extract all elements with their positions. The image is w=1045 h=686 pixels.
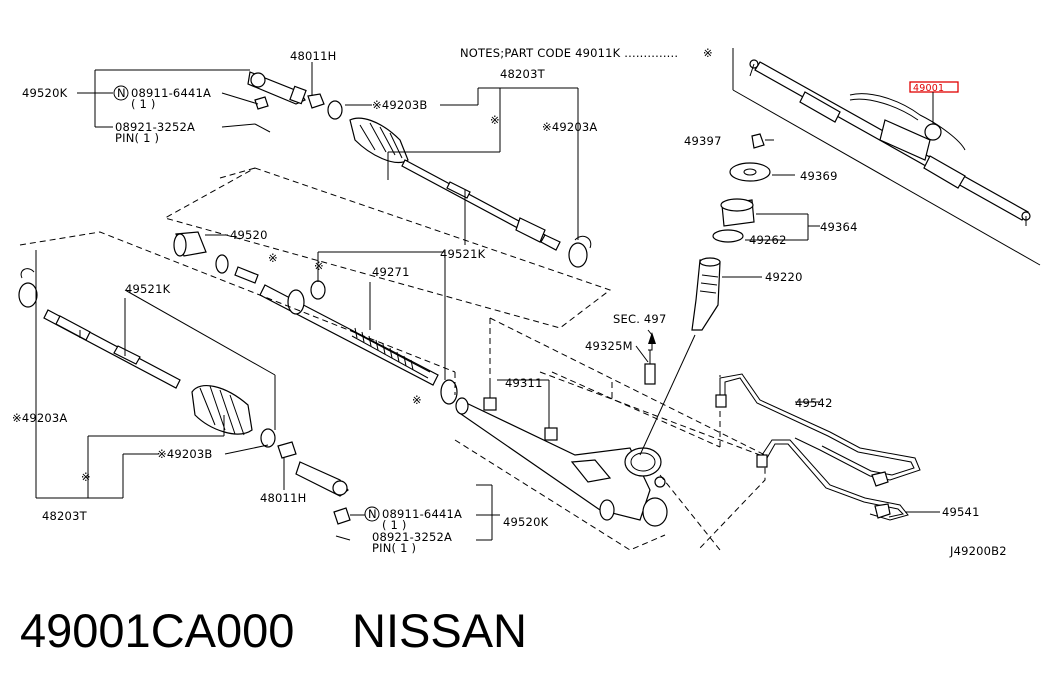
label-49397: 49397 xyxy=(684,134,722,148)
circle-n-bottom-text: N xyxy=(368,507,377,521)
diagram-code: J49200B2 xyxy=(949,544,1007,558)
label-49521K-left: 49521K xyxy=(125,282,171,296)
notes-text: NOTES;PART CODE 49011K .............. xyxy=(460,46,678,60)
label-49520: 49520 xyxy=(230,228,268,242)
circle-n-bottom xyxy=(364,506,380,522)
label-49220: 49220 xyxy=(765,270,803,284)
label-49203A-left: ※49203A xyxy=(12,411,68,425)
mark-49271: ※ xyxy=(314,259,324,273)
label-48203T-top: 48203T xyxy=(500,67,546,81)
upper-tie-rod-group xyxy=(247,71,592,268)
circle-n-top xyxy=(113,85,129,101)
label-49542: 49542 xyxy=(795,396,833,410)
mark-49520: ※ xyxy=(268,251,278,265)
label-49364: 49364 xyxy=(820,220,858,234)
label-48203T-bottom: 48203T xyxy=(42,509,88,523)
label-49203B-top: ※49203B xyxy=(372,98,428,112)
label-48011H-bottom: 48011H xyxy=(260,491,306,505)
label-49203B-bottom: ※49203B xyxy=(157,447,213,461)
label-49271: 49271 xyxy=(372,265,410,279)
label-08911-bottom: 08911-6441A xyxy=(382,507,462,521)
label-sec-497: SEC. 497 xyxy=(613,312,666,326)
label-49520K-top: 49520K xyxy=(22,86,68,100)
pinion-group xyxy=(644,133,771,385)
label-49541: 49541 xyxy=(942,505,980,519)
label-49325M: 49325M xyxy=(585,339,633,353)
label-48011H-top: 48011H xyxy=(290,49,336,63)
gear-housing-group xyxy=(455,397,668,527)
mark-top: ※ xyxy=(490,113,500,127)
label-49311: 49311 xyxy=(505,376,543,390)
label-49203A-top: ※49203A xyxy=(542,120,598,134)
label-49369: 49369 xyxy=(800,169,838,183)
overview-assembly: 49001 xyxy=(732,48,1041,266)
mark-seal: ※ xyxy=(412,393,422,407)
rack-group xyxy=(173,231,458,405)
label-08911-top-qty: ( 1 ) xyxy=(131,97,156,111)
label-08921-bottom: 08921-3252A xyxy=(372,530,452,544)
label-49521K-top: 49521K xyxy=(440,247,486,261)
pipes-group xyxy=(715,373,921,521)
highlight-box xyxy=(909,81,959,93)
mark-left: ※ xyxy=(81,470,91,484)
notes-mark: ※ xyxy=(703,46,713,60)
highlight-code: 49001 xyxy=(913,83,944,94)
label-08911-top: 08911-6441A xyxy=(131,86,211,100)
label-08911-bottom-qty: ( 1 ) xyxy=(382,518,407,532)
label-49520K-bottom: 49520K xyxy=(503,515,549,529)
lower-tie-rod-group xyxy=(18,268,351,541)
label-08921-top: 08921-3252A xyxy=(115,120,195,134)
circle-n-top-text: N xyxy=(117,86,126,100)
label-08921-bottom-pin: PIN( 1 ) xyxy=(372,541,416,555)
sec-arrow-icon xyxy=(648,332,656,344)
brand-name: NISSAN xyxy=(352,604,527,657)
part-number: 49001CA000 xyxy=(20,604,294,657)
label-08921-top-pin: PIN( 1 ) xyxy=(115,131,159,145)
label-49262: 49262 xyxy=(749,233,787,247)
